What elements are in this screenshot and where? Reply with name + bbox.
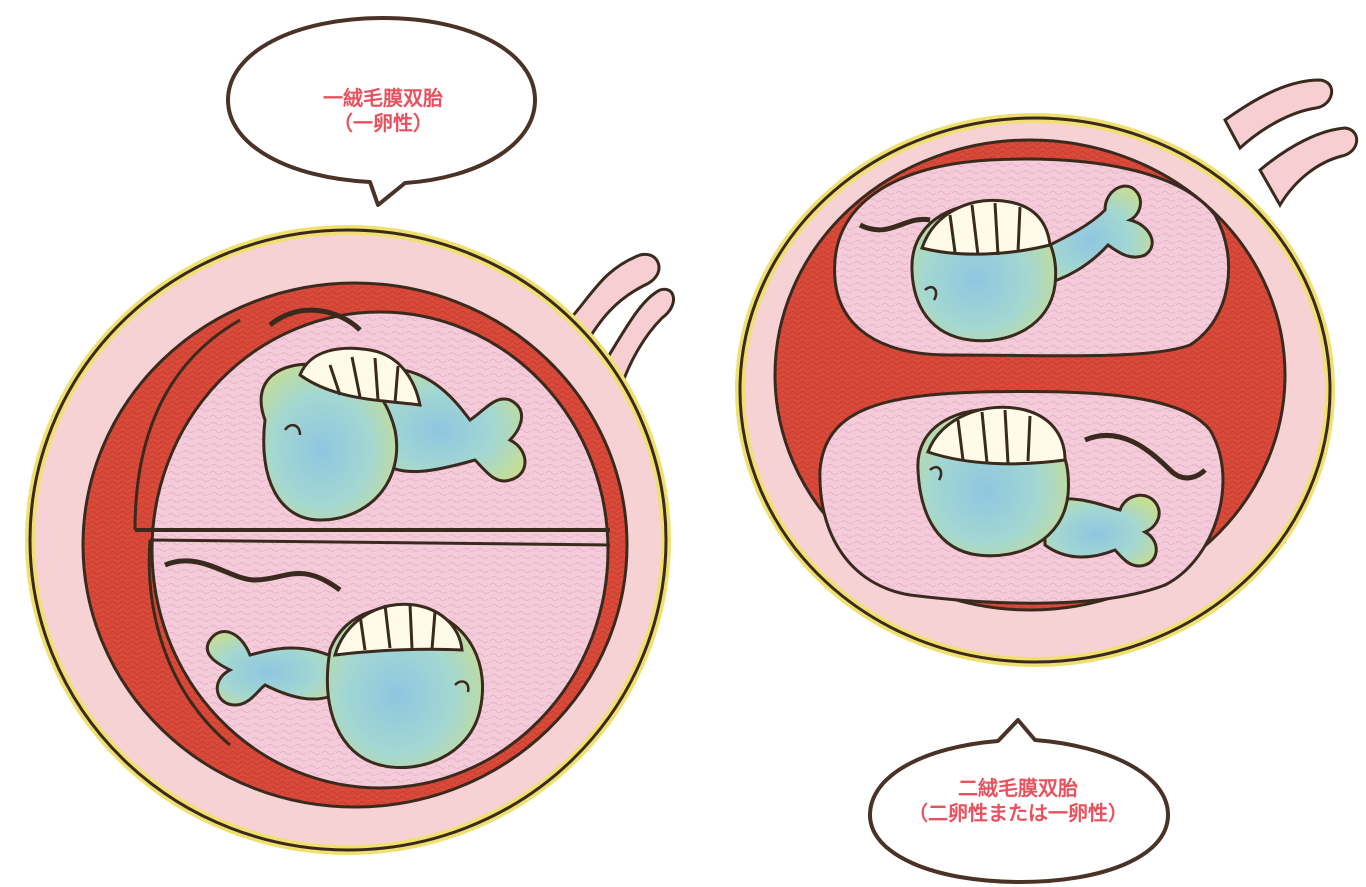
monochorionic-label-line1: 一絨毛膜双胎: [258, 86, 508, 111]
dichorionic-label: 二絨毛膜双胎 （二卵性または一卵性）: [868, 776, 1168, 826]
dichorionic-twins-figure: [740, 80, 1357, 662]
monochorionic-label-line2: （一卵性）: [258, 111, 508, 136]
monochorionic-label: 一絨毛膜双胎 （一卵性）: [258, 86, 508, 136]
monochorionic-twins-figure: [30, 230, 674, 850]
dichorionic-label-line2: （二卵性または一卵性）: [868, 801, 1168, 826]
dichorionic-label-line1: 二絨毛膜双胎: [868, 776, 1168, 801]
